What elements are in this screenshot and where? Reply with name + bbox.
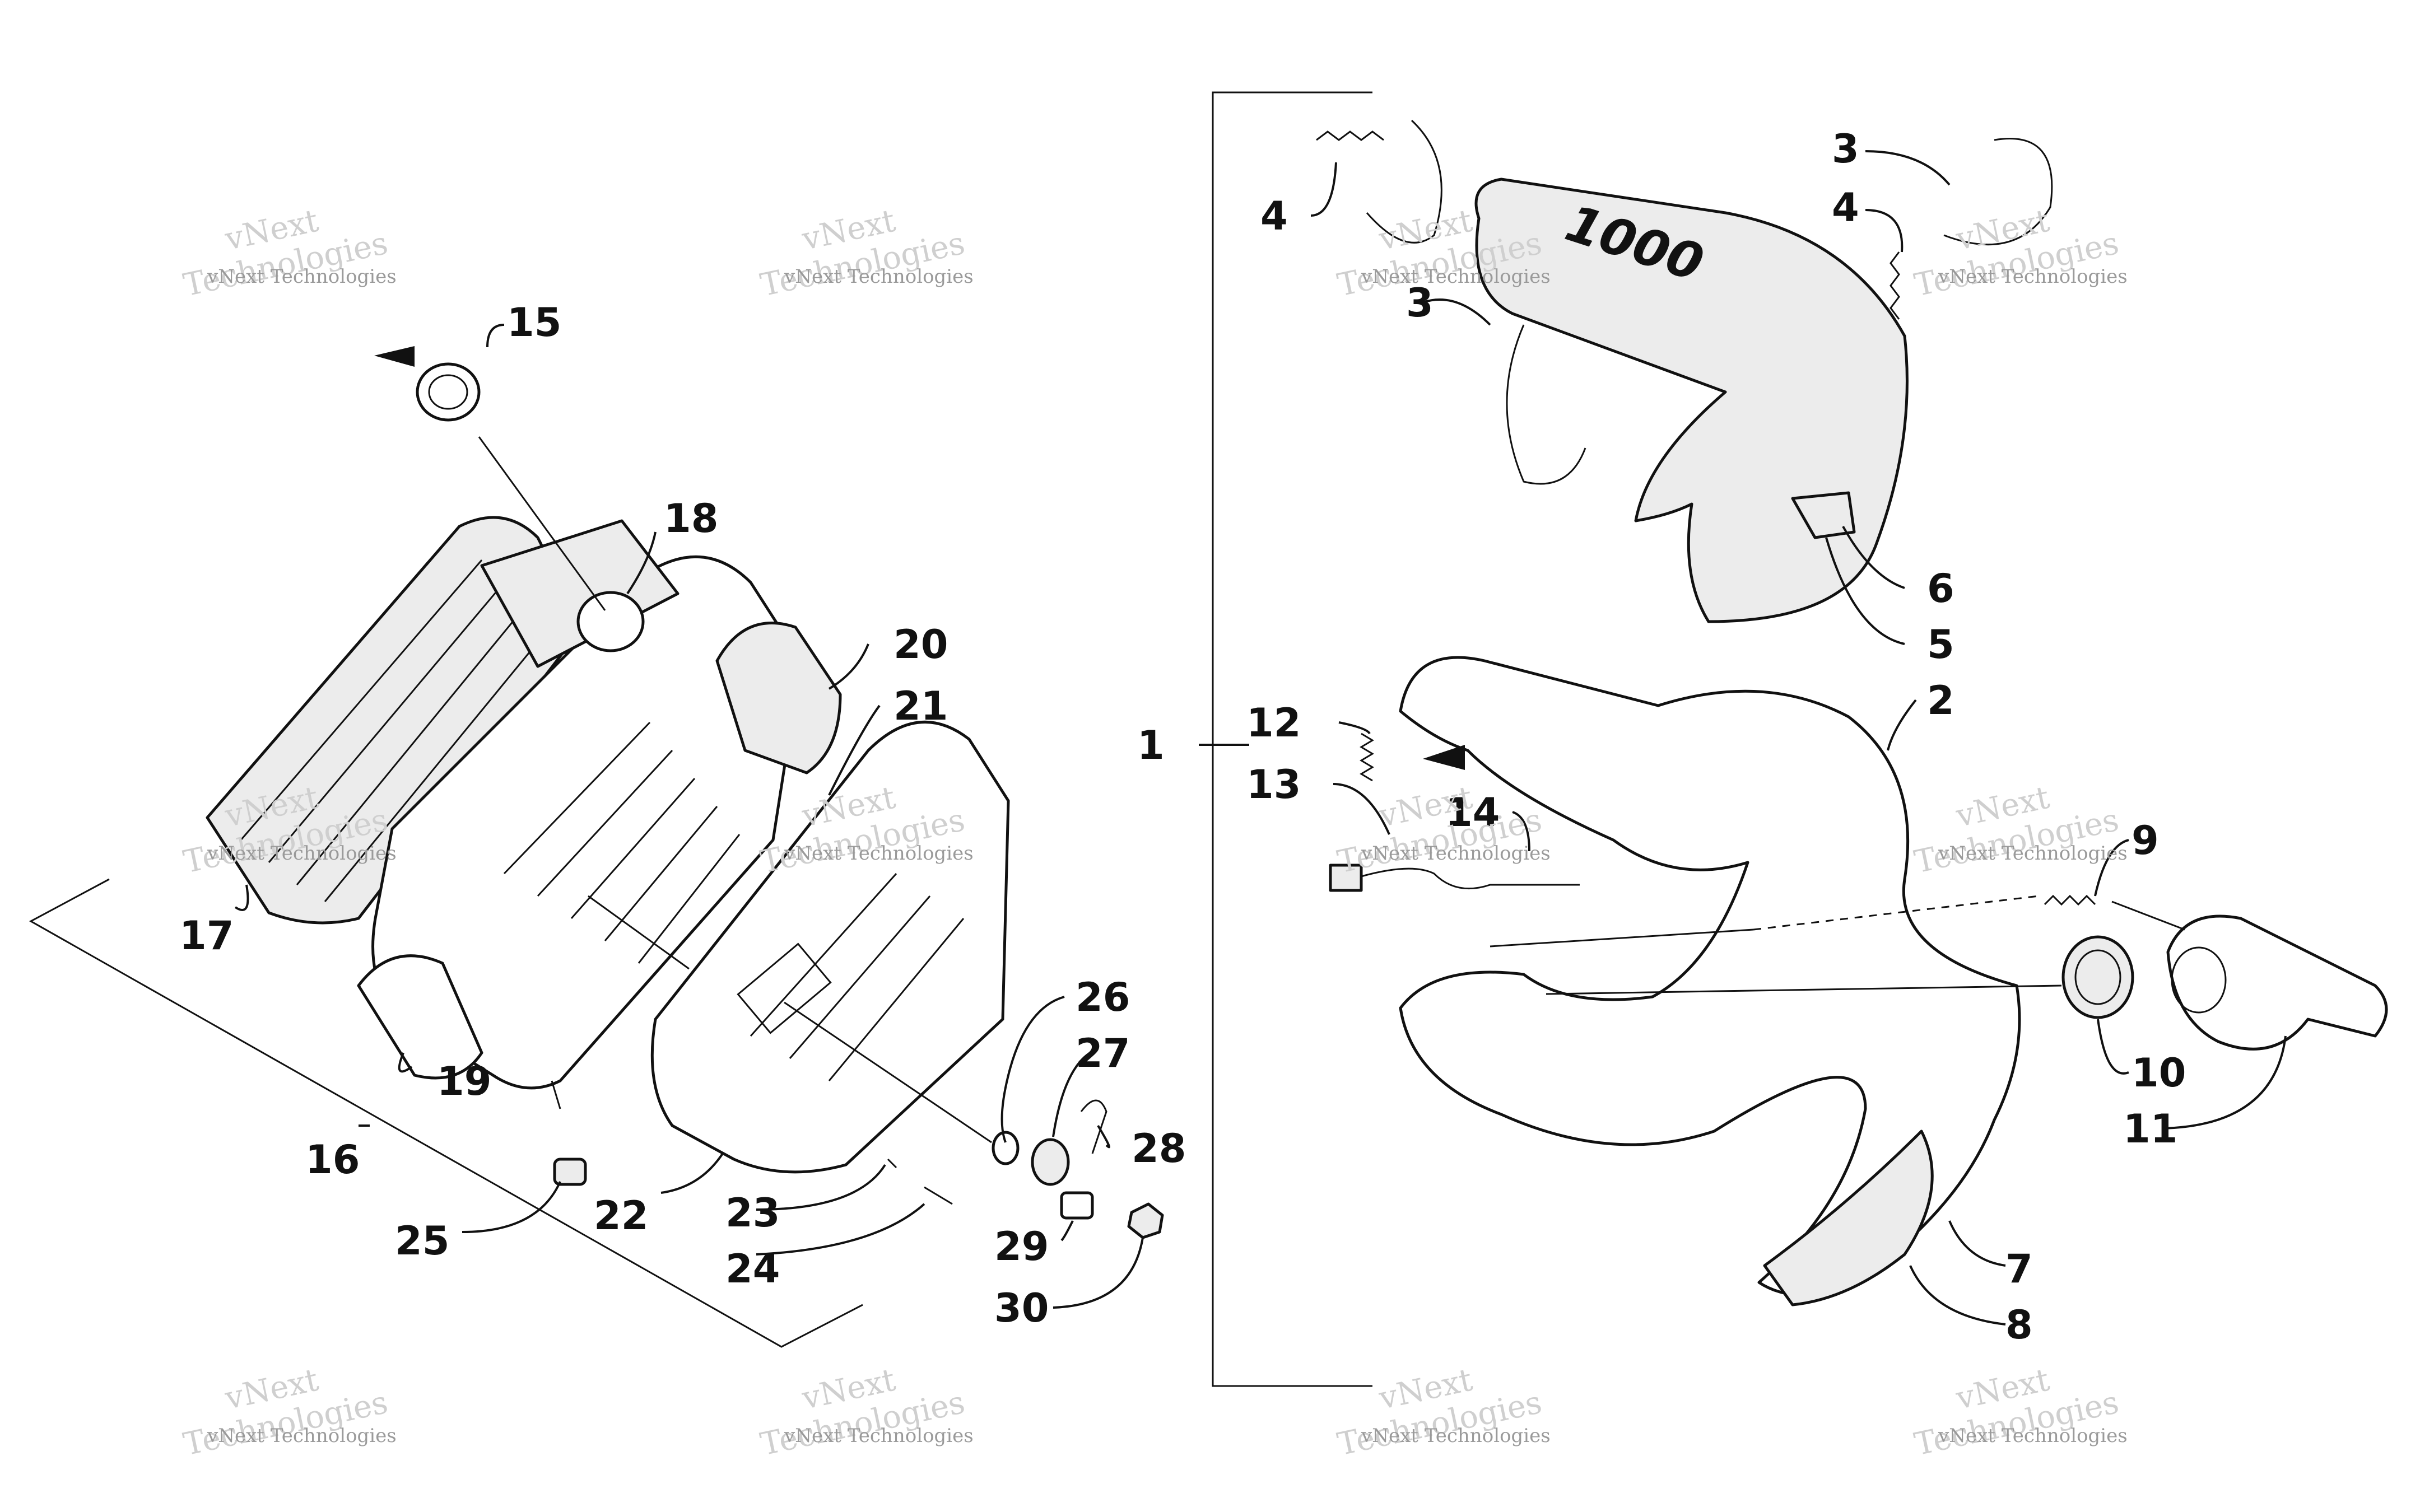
callout-11: 11	[2123, 1106, 2177, 1152]
callout-27: 27	[1076, 1030, 1130, 1076]
callout-5: 5	[1927, 622, 1954, 668]
callout-30: 30	[994, 1285, 1049, 1331]
callout-10: 10	[2132, 1050, 2186, 1096]
grommet-15	[416, 362, 481, 422]
callout-numbers: 15 18 20 21 17 19 16 22 23 24 25 26 27 2…	[179, 126, 2186, 1348]
exhaust-manifold	[2166, 914, 2388, 1051]
assembly-floor-outline	[29, 878, 863, 1348]
callout-29: 29	[994, 1224, 1049, 1270]
callout-2: 2	[1927, 678, 1954, 724]
callout-13: 13	[1246, 762, 1301, 808]
retainer-chain-right	[1943, 138, 2053, 246]
svg-text:vNext Technologies: vNext Technologies	[1361, 265, 1551, 288]
hairpin-clip-28	[1080, 1099, 1107, 1154]
svg-text:vNext Technologies: vNext Technologies	[1361, 842, 1551, 865]
group-1-bracket	[1212, 91, 1372, 1387]
insulation-pad	[480, 519, 680, 668]
expansion-chamber-assembly: 1000	[1212, 91, 2388, 1387]
svg-text:vNext Technologies: vNext Technologies	[207, 265, 397, 288]
retainer-chain-middle	[1506, 324, 1586, 485]
callout-20: 20	[893, 622, 948, 668]
svg-text:vNext Technologies: vNext Technologies	[784, 1425, 974, 1447]
expansion-pipe	[1399, 656, 2021, 1297]
watermark-12: vNext Technologies vNext Technologies	[1911, 1362, 2128, 1463]
svg-text:vNext Technologies: vNext Technologies	[1938, 265, 2128, 288]
callout-7: 7	[2005, 1246, 2033, 1292]
spring-4-right	[1890, 251, 1900, 320]
retainer-chain-left	[1366, 119, 1442, 244]
callout-25: 25	[395, 1218, 449, 1264]
svg-text:vNext Technologies: vNext Technologies	[207, 842, 397, 865]
washer-26	[992, 1131, 1020, 1165]
callout-3-middle: 3	[1406, 280, 1434, 326]
arrow-marker-15	[374, 346, 415, 367]
leader-lines	[234, 150, 2287, 1326]
callout-3-right: 3	[1832, 126, 1859, 172]
shell-access-plate	[737, 942, 832, 1034]
seal-ring-10	[2061, 935, 2134, 1019]
pipe-cone-mesh	[1763, 1130, 1934, 1306]
watermark-9: vNext Technologies vNext Technologies	[180, 1362, 397, 1463]
sensor-cable	[1361, 867, 1580, 890]
pad-grommet	[576, 591, 645, 652]
callout-8: 8	[2005, 1302, 2033, 1348]
callout-17: 17	[179, 913, 234, 959]
grommet-27	[1031, 1138, 1070, 1186]
callout-26: 26	[1076, 974, 1130, 1020]
svg-text:vNext Technologies: vNext Technologies	[207, 1425, 397, 1447]
nut-30	[1127, 1202, 1164, 1239]
callout-4-left: 4	[1260, 193, 1288, 239]
callout-24: 24	[725, 1246, 780, 1292]
svg-text:vNext Technologies: vNext Technologies	[1938, 842, 2128, 865]
alignment-line-upper	[1753, 895, 2040, 931]
arrow-marker-14	[1423, 745, 1465, 770]
callout-16: 16	[305, 1137, 360, 1183]
svg-text:vNext Technologies: vNext Technologies	[1938, 1425, 2128, 1447]
watermark-10: vNext Technologies vNext Technologies	[757, 1362, 974, 1463]
watermark-1: vNext Technologies vNext Technologies	[180, 203, 397, 304]
callout-19: 19	[437, 1058, 491, 1104]
callout-14: 14	[1445, 790, 1500, 836]
callout-12: 12	[1246, 700, 1301, 746]
callout-6: 6	[1927, 566, 1954, 612]
muffler-inlet-snout	[357, 954, 483, 1080]
watermark-11: vNext Technologies vNext Technologies	[1334, 1362, 1551, 1463]
callout-28: 28	[1132, 1126, 1186, 1172]
upper-insulation-pad	[715, 622, 842, 774]
callout-15: 15	[507, 300, 561, 346]
callout-4-right: 4	[1832, 185, 1859, 231]
watermark-4: vNext Technologies vNext Technologies	[1911, 203, 2128, 304]
spring-4-upper-left	[1316, 130, 1384, 141]
watermark-2: vNext Technologies vNext Technologies	[757, 203, 974, 304]
muffler-assembly	[29, 346, 1164, 1348]
callout-21: 21	[893, 683, 948, 729]
svg-text:vNext Technologies: vNext Technologies	[784, 265, 974, 288]
spring-9	[2044, 894, 2096, 906]
callout-22: 22	[594, 1193, 648, 1239]
sensor-connector	[1329, 864, 1363, 892]
spring-12	[1360, 732, 1374, 782]
muffler-body-fins	[503, 721, 741, 964]
svg-text:vNext Technologies: vNext Technologies	[1361, 1425, 1551, 1447]
spacer-29	[1060, 1191, 1094, 1220]
drain-plug	[553, 1158, 587, 1186]
callout-9: 9	[2132, 818, 2159, 864]
svg-text:vNext Technologies: vNext Technologies	[784, 842, 974, 865]
mesh-patch	[1791, 491, 1856, 539]
callout-23: 23	[725, 1190, 780, 1236]
heat-shield-ribs	[240, 559, 556, 902]
callout-1: 1	[1137, 722, 1165, 768]
callout-18: 18	[664, 496, 718, 542]
outer-shell-ribs	[750, 872, 965, 1081]
